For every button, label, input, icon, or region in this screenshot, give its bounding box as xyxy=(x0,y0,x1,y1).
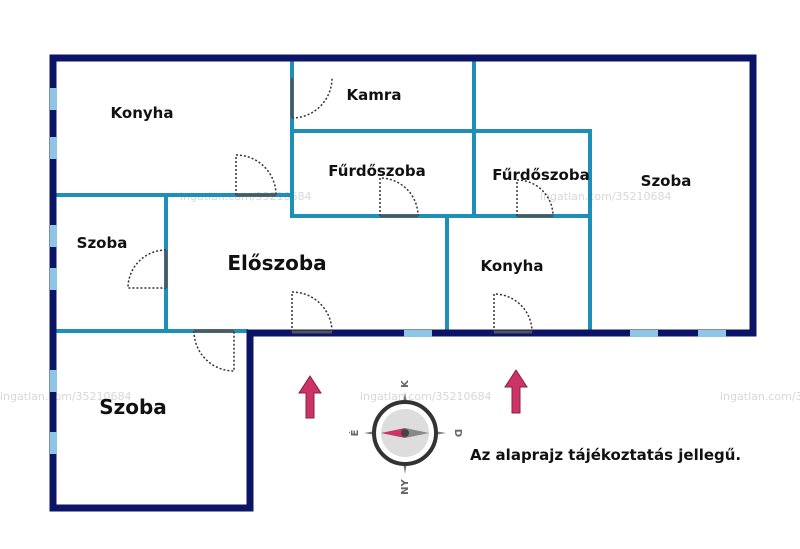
door-konyha xyxy=(235,154,277,196)
door-szoba-bottom xyxy=(193,330,235,372)
room-label-furdoszoba: Fűrdőszoba xyxy=(492,166,589,184)
inner-walls xyxy=(56,58,592,333)
window xyxy=(50,268,57,290)
compass-pointer-tail xyxy=(405,428,429,438)
windows xyxy=(50,88,726,454)
compass-south-label: NY xyxy=(400,478,411,494)
window xyxy=(404,330,432,337)
watermark: ingatlan.com/35210684 xyxy=(540,190,672,203)
window xyxy=(50,225,57,247)
door-furdo-2 xyxy=(516,179,554,217)
outer-walls xyxy=(49,54,757,512)
entrance-arrow-icon xyxy=(298,375,322,419)
window xyxy=(50,88,57,110)
room-label-szoba: Szoba xyxy=(99,395,167,419)
window xyxy=(698,330,726,337)
compass-icon: K D NY É xyxy=(348,379,463,495)
room-label-konyha: Konyha xyxy=(111,104,174,122)
door-furdo-1 xyxy=(379,177,419,217)
door-eloszoba xyxy=(291,291,333,333)
door-konyha-2 xyxy=(493,293,533,333)
watermark: ingatlan.com/35210684 xyxy=(720,390,800,403)
compass-east-label: D xyxy=(452,429,463,437)
room-label-szoba: Szoba xyxy=(77,234,128,252)
room-label-kamra: Kamra xyxy=(347,86,402,104)
door-leaves xyxy=(164,78,553,334)
watermark: ingatlan.com/35210684 xyxy=(360,390,492,403)
door-szoba-left xyxy=(127,249,167,289)
room-label-furdoszoba: Fűrdőszoba xyxy=(328,162,425,180)
compass-north-label: K xyxy=(400,379,411,388)
room-label-eloszoba: Előszoba xyxy=(227,251,326,275)
room-label-szoba: Szoba xyxy=(641,172,692,190)
room-label-konyha: Konyha xyxy=(481,257,544,275)
compass-west-label: É xyxy=(348,429,361,436)
disclaimer-note: Az alaprajz tájékoztatás jellegű. xyxy=(470,446,741,464)
doors xyxy=(127,77,554,372)
watermark: ingatlan.com/35210684 xyxy=(0,390,132,403)
room-labels: Konyha Kamra Fűrdőszoba Fűrdőszoba Szoba… xyxy=(77,86,692,419)
door-kamra xyxy=(291,77,333,119)
compass-pointer xyxy=(381,428,405,438)
window xyxy=(630,330,658,337)
window xyxy=(50,432,57,454)
window xyxy=(50,137,57,159)
window xyxy=(50,370,57,392)
entrance-arrow-icon xyxy=(504,369,528,414)
entrance-arrows xyxy=(298,369,528,419)
compass-center xyxy=(401,429,409,437)
watermarks: ingatlan.com/35210684 ingatlan.com/35210… xyxy=(0,190,800,403)
